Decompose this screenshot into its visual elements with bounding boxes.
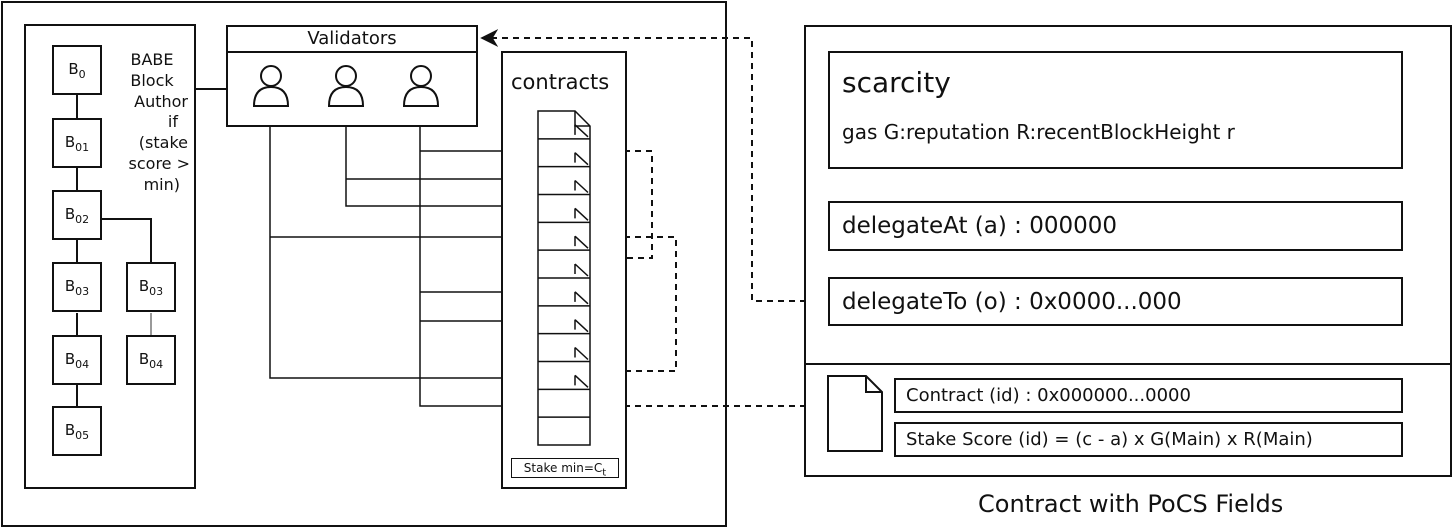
contract-row-fold [574,374,589,388]
block-b02: B02 [52,190,102,240]
fork-block-b04: B04 [126,335,176,385]
contracts-title: contracts [511,70,610,94]
block-label: B02 [64,204,90,226]
contract-document-stack [537,110,591,446]
block-b04: B04 [52,335,102,385]
block-label: B03 [138,276,164,298]
stake-min-label: Stake min=Ct [511,458,619,478]
validator-user-icon [402,65,440,107]
delegate-to-field: delegateTo (o) : 0x0000...000 [828,277,1403,326]
contract-row-fold [574,152,589,166]
contract-row-fold [574,263,589,277]
contract-row-fold [574,235,589,249]
contract-row-fold [574,179,589,194]
block-label: B04 [138,349,164,371]
block-b03: B03 [52,262,102,312]
contract-row-fold [574,207,589,221]
chain-links [76,95,152,406]
contract-document-icon [827,375,883,452]
validators-title: Validators [228,27,476,53]
fork-block-b03: B03 [126,262,176,312]
contract-id-field: Contract (id) : 0x000000...0000 [894,378,1403,413]
block-b05: B05 [52,406,102,456]
block-b0: B0 [52,45,102,95]
validator-user-icon [327,65,365,107]
block-label: B04 [64,349,90,371]
contract-row-fold [574,124,589,138]
block-b01: B01 [52,118,102,168]
scarcity-title: scarcity [842,66,951,99]
validator-user-icon [252,65,290,107]
scarcity-box [828,51,1403,169]
delegate-at-field: delegateAt (a) : 000000 [828,201,1403,251]
panel-divider [804,363,1452,365]
contract-row-fold [574,319,589,333]
stake-score-field: Stake Score (id) = (c - a) x G(Main) x R… [894,422,1403,457]
block-label: B0 [68,59,86,81]
panel-caption: Contract with PoCS Fields [978,490,1284,518]
validator-contract-lines [269,106,540,407]
contract-row-fold [574,291,589,305]
block-label: B03 [64,276,90,298]
contract-row-fold [574,346,589,361]
contract-reference-arrows [480,29,828,415]
block-label: B01 [64,132,90,154]
scarcity-fields: gas G:reputation R:recentBlockHeight r [842,120,1235,144]
block-label: B05 [64,420,90,442]
babe-label: BABE Block Author if (stake score > min) [128,50,190,194]
